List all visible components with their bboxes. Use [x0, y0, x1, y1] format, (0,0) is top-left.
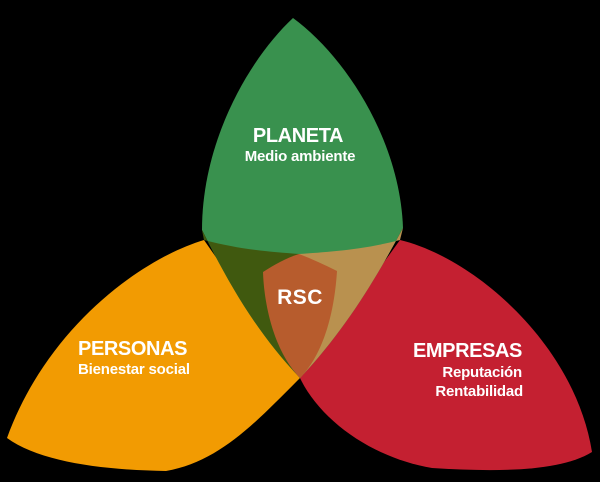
personas-label: PERSONAS	[78, 338, 187, 360]
empresas-label: EMPRESAS	[413, 340, 522, 362]
petal-personas	[7, 240, 300, 471]
empresas-sublabel-1: Reputación	[442, 364, 522, 381]
empresas-sublabel-2: Rentabilidad	[435, 383, 523, 400]
planeta-sublabel: Medio ambiente	[245, 148, 356, 165]
center-rsc-label: RSC	[277, 286, 323, 309]
center-shield	[263, 254, 337, 378]
planeta-label: PLANETA	[253, 125, 343, 147]
petal-empresas	[300, 240, 592, 471]
personas-sublabel: Bienestar social	[78, 361, 190, 378]
